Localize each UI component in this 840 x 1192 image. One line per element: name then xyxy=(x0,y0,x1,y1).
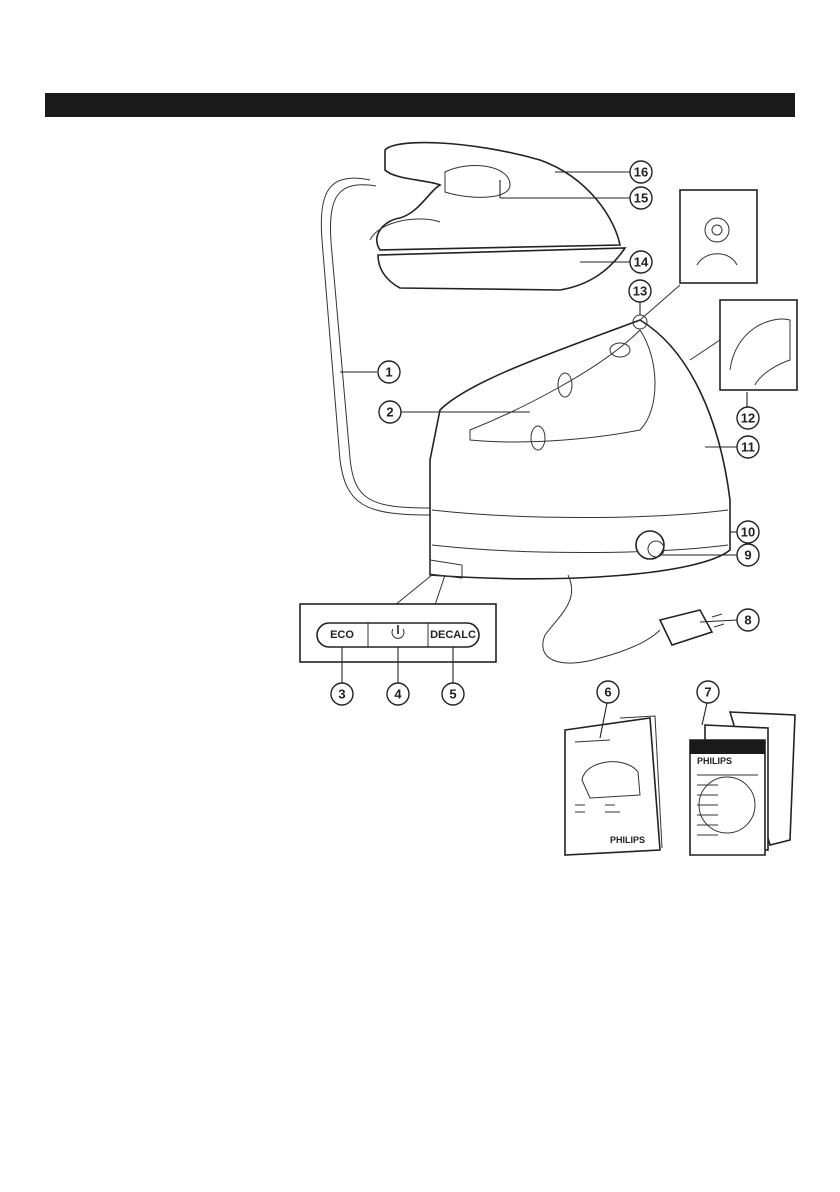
svg-text:5: 5 xyxy=(449,687,456,702)
svg-text:16: 16 xyxy=(634,165,648,180)
callout-8: 8 xyxy=(737,609,759,631)
callout-5: 5 xyxy=(442,683,464,705)
guarantee-booklet: PHILIPS xyxy=(690,712,795,855)
svg-text:PHILIPS: PHILIPS xyxy=(697,756,732,766)
svg-text:14: 14 xyxy=(634,255,649,270)
power-cord xyxy=(543,575,660,663)
callout-2: 2 xyxy=(379,401,401,423)
callout-3: 3 xyxy=(331,683,353,705)
plug xyxy=(660,610,712,645)
svg-text:8: 8 xyxy=(744,613,751,628)
callout-14: 14 xyxy=(630,251,652,273)
callout-1: 1 xyxy=(378,361,400,383)
svg-text:7: 7 xyxy=(704,685,711,700)
svg-text:15: 15 xyxy=(634,191,648,206)
callout-16: 16 xyxy=(630,161,652,183)
iron xyxy=(370,143,625,290)
svg-text:12: 12 xyxy=(741,411,755,426)
svg-text:1: 1 xyxy=(385,365,392,380)
svg-text:10: 10 xyxy=(741,525,755,540)
svg-text:11: 11 xyxy=(741,440,755,455)
svg-text:PHILIPS: PHILIPS xyxy=(610,835,645,845)
callout-12: 12 xyxy=(737,407,759,429)
svg-text:13: 13 xyxy=(633,284,647,299)
svg-text:4: 4 xyxy=(394,687,402,702)
svg-text:2: 2 xyxy=(386,405,393,420)
callout-7: 7 xyxy=(697,681,719,703)
callout-9: 9 xyxy=(737,544,759,566)
decalc-button: DECALC xyxy=(430,629,476,641)
eco-button: ECO xyxy=(330,629,354,641)
user-manual-booklet: PHILIPS xyxy=(565,716,662,855)
svg-text:6: 6 xyxy=(604,685,611,700)
callout-15: 15 xyxy=(630,187,652,209)
callout-11: 11 xyxy=(737,436,759,458)
callout-10: 10 xyxy=(737,521,759,543)
callout-4: 4 xyxy=(387,683,409,705)
steam-generator-base xyxy=(430,315,730,579)
inset-water-tank xyxy=(690,300,797,390)
svg-text:9: 9 xyxy=(744,548,751,563)
svg-text:3: 3 xyxy=(338,687,345,702)
callout-13: 13 xyxy=(629,280,651,302)
callout-6: 6 xyxy=(597,681,619,703)
